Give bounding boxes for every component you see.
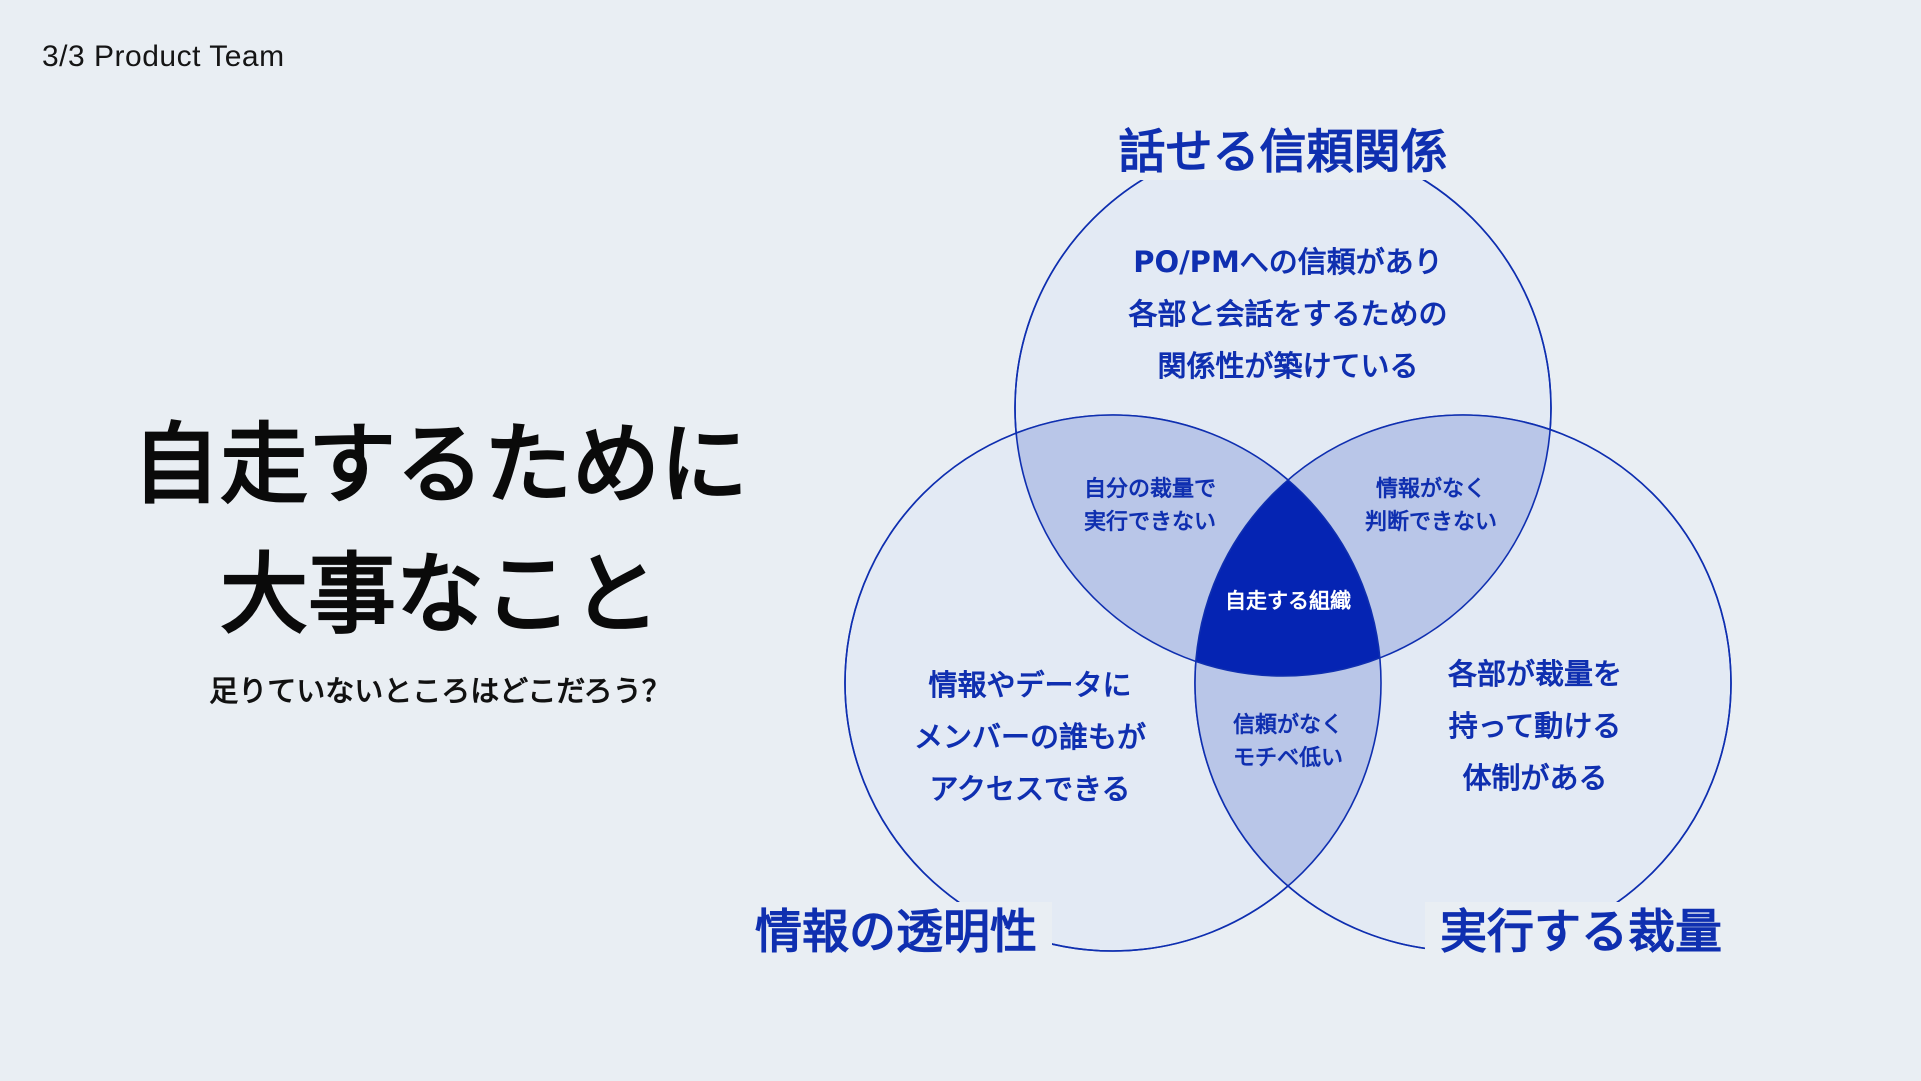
transparency-line-3: アクセスできる: [930, 772, 1131, 806]
headline: 自走するために 大事なこと: [90, 400, 790, 660]
overlap-trust-discretion-line-1: 情報がなく: [1376, 476, 1486, 502]
overlap-trust-transparency-line-2: 実行できない: [1084, 509, 1216, 535]
transparency-line-1: 情報やデータに: [928, 668, 1131, 702]
trust-line-2: 各部と会話をするための: [1127, 297, 1447, 331]
center-label: 自走する組織: [1225, 589, 1351, 613]
set-title-trust: 話せる信頼関係: [1119, 125, 1448, 180]
trust-line-3: 関係性が築けている: [1157, 349, 1418, 383]
transparency-line-2: メンバーの誰もが: [914, 720, 1146, 754]
overlap-trust-transparency-line-1: 自分の裁量で: [1084, 476, 1216, 502]
outline-transparency: [844, 414, 1382, 952]
title-bg-trust: [1100, 118, 1466, 180]
title-bg-transparency: [740, 902, 1052, 964]
title-bg-discretion: [1425, 902, 1737, 964]
trust-line-1: PO/PMへの信頼があり: [1133, 245, 1443, 279]
overlap-transparency-discretion-line-2: モチベ低い: [1233, 746, 1343, 771]
discretion-line-1: 各部が裁量を: [1447, 657, 1622, 691]
overlap-transparency-discretion-line-1: 信頼がなく: [1233, 712, 1343, 738]
headline-line-2: 大事なこと: [219, 543, 660, 646]
discretion-line-3: 体制がある: [1462, 761, 1607, 795]
set-title-transparency: 情報の透明性: [755, 905, 1037, 960]
set-title-discretion: 実行する裁量: [1440, 905, 1722, 960]
subtitle: 足りていないところはどこだろう？: [209, 674, 671, 708]
page-label: 3/3 Product Team: [42, 40, 285, 73]
discretion-line-2: 持って動ける: [1449, 709, 1622, 743]
overlap-center: [1195, 415, 1381, 676]
headline-line-1: 自走するために: [131, 413, 748, 516]
overlap-trust-discretion-line-2: 判断できない: [1365, 509, 1497, 535]
